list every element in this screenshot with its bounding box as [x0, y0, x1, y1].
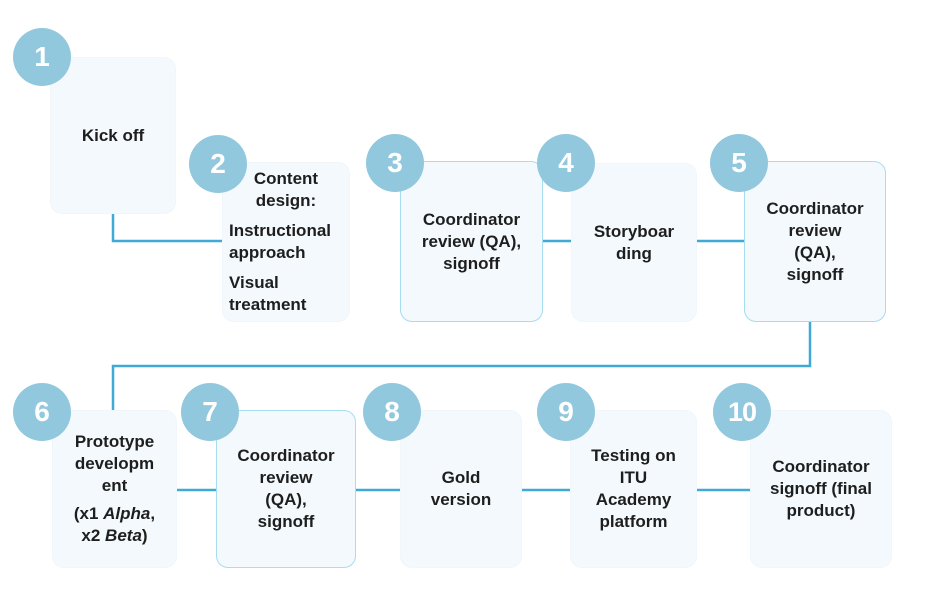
step-5-badge: 5	[710, 134, 768, 192]
step-7-box: Coordinator review (QA), signoff	[216, 410, 356, 568]
step-7-label-line: signoff	[257, 512, 315, 531]
step-7-label-line: review	[259, 468, 313, 487]
step-10-box: Coordinator signoff (final product)	[750, 410, 892, 568]
step-9-label-line: platform	[599, 512, 668, 531]
step-3-label-line: signoff	[443, 253, 500, 273]
step-10-label-line: Coordinator	[772, 457, 870, 476]
step-5-label-line: (QA),	[794, 243, 836, 262]
step-7-label-line: (QA),	[265, 490, 307, 509]
step-4-box: Storyboar ding	[571, 163, 697, 322]
step-6-variant-line: x2 Beta)	[81, 525, 147, 547]
step-2-label-line: design:	[255, 191, 317, 210]
step-10-badge: 10	[713, 383, 771, 441]
step-2-label-line: Instructional	[229, 221, 332, 240]
step-7-label-line: Coordinator	[237, 446, 335, 465]
step-6-variant-count: x2	[81, 526, 106, 545]
step-5-label-line: signoff	[786, 265, 844, 284]
step-5-label-line: review	[788, 221, 842, 240]
connector-1-2	[111, 214, 222, 243]
step-6-beta: Beta	[105, 526, 142, 545]
step-5-box: Coordinator review (QA), signoff	[744, 161, 886, 322]
step-2-label-line: Visual	[229, 273, 279, 292]
step-3-label-line: review (QA),	[421, 231, 522, 251]
step-1-label: Kick off	[81, 125, 145, 145]
step-2-label-line: Content	[253, 169, 319, 188]
step-8-label-line: Gold	[441, 468, 481, 487]
step-4-badge: 4	[537, 134, 595, 192]
step-2-label-line: treatment	[229, 295, 307, 314]
step-9-label-line: Testing on	[591, 446, 676, 465]
step-9-label-line: Academy	[595, 490, 672, 509]
step-4-label-line: ding	[616, 243, 652, 263]
step-6-variant-line: (x1 Alpha,	[74, 503, 155, 525]
step-6-alpha: Alpha	[103, 504, 151, 523]
step-6-variant-count: (x1	[73, 504, 104, 523]
step-2-badge: 2	[189, 135, 247, 193]
step-6-label-line: Prototype	[74, 432, 155, 451]
step-4-label-line: Storyboar	[593, 221, 675, 241]
step-8-label-line: version	[430, 490, 492, 509]
step-7-badge: 7	[181, 383, 239, 441]
step-6-paren: )	[141, 526, 148, 545]
step-9-label-line: ITU	[619, 468, 648, 487]
step-5-label-line: Coordinator	[766, 199, 864, 218]
step-3-box: Coordinator review (QA), signoff	[400, 161, 543, 322]
step-9-badge: 9	[537, 383, 595, 441]
step-6-box: Prototype developm ent (x1 Alpha, x2 Bet…	[52, 410, 177, 568]
step-2-label-line: approach	[229, 243, 306, 262]
step-9-box: Testing on ITU Academy platform	[570, 410, 697, 568]
step-1-badge: 1	[13, 28, 71, 86]
step-10-label-line: product)	[786, 501, 856, 520]
step-6-label-line: developm	[74, 454, 155, 473]
step-3-badge: 3	[366, 134, 424, 192]
step-6-badge: 6	[13, 383, 71, 441]
step-6-label-line: ent	[101, 476, 128, 495]
step-1-box: Kick off	[50, 57, 176, 214]
step-3-label-line: Coordinator	[422, 209, 521, 229]
step-8-badge: 8	[363, 383, 421, 441]
step-6-comma: ,	[150, 504, 156, 523]
step-8-box: Gold version	[400, 410, 522, 568]
step-2-box: Content design: Instructional approach V…	[222, 162, 350, 322]
step-10-label-line: signoff (final	[770, 479, 872, 498]
